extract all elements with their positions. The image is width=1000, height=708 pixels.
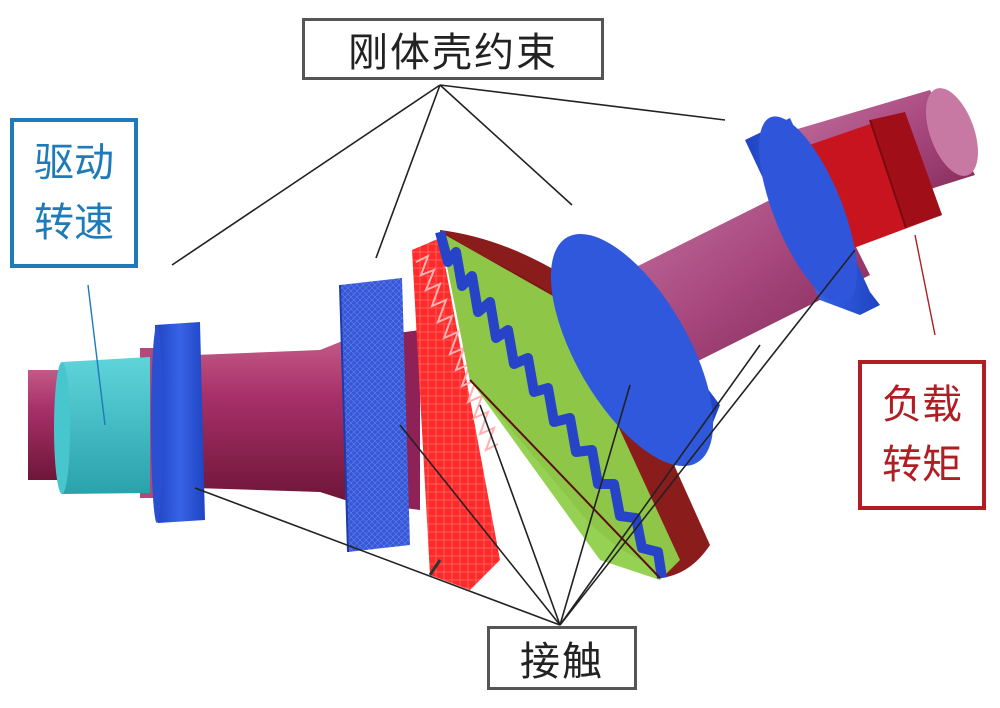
output-bearing (550, 233, 720, 467)
drive-speed-label-line-2: 转速 (34, 200, 114, 246)
load-torque-label-line-2: 转矩 (882, 442, 962, 488)
rigid-shell-callout-lines (171, 84, 726, 266)
pinion-gear (412, 238, 500, 590)
left-bearing (151, 322, 205, 523)
contact-label: 接触 (487, 626, 637, 690)
middle-bearing (339, 278, 410, 553)
drive-speed-callout-line (87, 284, 106, 426)
load-torque-label-line-1: 负载 (882, 382, 962, 428)
drive-speed-label: 驱动 转速 (10, 118, 138, 268)
rigid-shell-constraint-label: 刚体壳约束 (302, 18, 604, 80)
bevel-gear (435, 230, 710, 580)
contact-callout-lines (194, 249, 856, 626)
upper-right-bearing (745, 116, 880, 315)
load-torque-callout-line (914, 234, 936, 336)
load-torque-label: 负载 转矩 (858, 360, 986, 510)
drive-speed-label-line-1: 驱动 (34, 140, 114, 186)
drive-coupling (54, 357, 150, 494)
